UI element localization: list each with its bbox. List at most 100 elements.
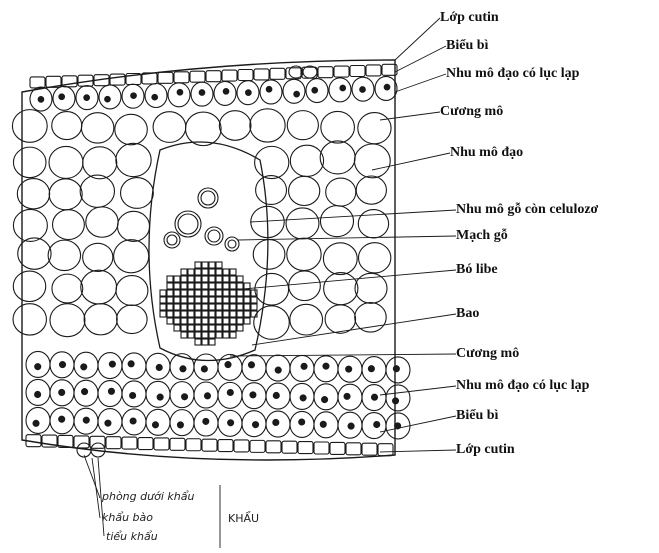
xylem-vessel-inner xyxy=(177,213,199,235)
phloem-cell xyxy=(173,296,181,304)
chlorenchyma-cell xyxy=(259,79,283,105)
parenchyma-cell xyxy=(249,108,286,143)
phloem-cell xyxy=(222,275,230,283)
nucleus xyxy=(130,92,137,100)
parenchyma-cell xyxy=(51,110,83,141)
label-bieu-bi-bottom: Biểu bì xyxy=(456,408,499,423)
phloem-cell xyxy=(222,282,230,290)
phloem-cell xyxy=(194,303,202,311)
nucleus xyxy=(107,387,116,395)
parenchyma-cell xyxy=(114,113,148,146)
guard-cell xyxy=(90,442,106,458)
xylem-vessel-inner xyxy=(200,190,216,206)
nucleus xyxy=(245,89,252,96)
chlorenchyma-cell xyxy=(236,80,260,106)
epidermis-cell xyxy=(93,74,110,87)
parenchyma-cell xyxy=(255,174,288,206)
nucleus xyxy=(80,363,88,371)
leader-line xyxy=(91,457,101,519)
nucleus xyxy=(322,362,330,370)
parenchyma-cell xyxy=(12,303,47,336)
phloem-cell xyxy=(208,331,216,339)
phloem-cell xyxy=(201,275,209,283)
parenchyma-cell xyxy=(354,272,388,304)
nucleus xyxy=(347,422,355,430)
phloem-cell xyxy=(194,275,202,283)
parenchyma-cell xyxy=(83,303,118,336)
nucleus xyxy=(82,416,90,424)
chlorenchyma-cell xyxy=(374,75,398,102)
parenchyma-cell xyxy=(80,112,115,144)
chlorenchyma-cell xyxy=(282,78,306,104)
epidermis-cell xyxy=(345,442,362,456)
phloem-cell xyxy=(194,282,202,290)
epidermis-cell xyxy=(333,65,350,78)
phloem-cell xyxy=(201,317,209,325)
label-cuong-mo-bottom: Cương mô xyxy=(456,346,520,361)
nucleus xyxy=(345,365,353,373)
phloem-cell xyxy=(208,268,216,276)
parenchyma-cell xyxy=(253,305,290,340)
nucleus xyxy=(274,366,282,374)
parenchyma-cell xyxy=(115,275,149,307)
phloem-cell xyxy=(222,303,230,311)
phloem-cell xyxy=(236,296,244,304)
phloem-cell xyxy=(229,289,237,297)
label-nhu-mo-dao: Nhu mô đạo xyxy=(450,145,524,160)
leader-line xyxy=(379,415,457,433)
phloem-cell xyxy=(243,296,251,304)
leader-line xyxy=(394,17,441,61)
parenchyma-cell xyxy=(51,209,85,241)
epidermis-cell xyxy=(253,68,270,81)
epidermis-cell xyxy=(29,76,46,89)
label-lop-cutin-top: Lớp cutin xyxy=(440,10,499,25)
leader-line xyxy=(83,454,101,499)
phloem-cell xyxy=(208,289,216,297)
phloem-cell xyxy=(180,296,188,304)
phloem-cell xyxy=(201,331,209,339)
leader-line xyxy=(379,385,457,396)
phloem-cell xyxy=(194,310,202,318)
epidermis-cell xyxy=(89,435,106,449)
phloem-cell xyxy=(215,324,223,332)
label-nhu-mo-go: Nhu mô gỗ còn celulozơ xyxy=(456,202,599,217)
chlorenchyma-cell xyxy=(167,82,191,108)
nucleus xyxy=(373,420,381,429)
phloem-cell xyxy=(236,317,244,325)
label-bieu-bi-top: Biểu bì xyxy=(446,38,489,53)
phloem-cell xyxy=(222,324,230,332)
phloem-cell xyxy=(222,289,230,297)
nucleus xyxy=(198,89,206,96)
phloem-cell xyxy=(201,268,209,276)
phloem-cell xyxy=(208,275,216,283)
parenchyma-cell xyxy=(285,207,320,240)
phloem-cell xyxy=(236,303,244,311)
nucleus xyxy=(272,418,280,426)
phloem-cell xyxy=(208,317,216,325)
phloem-cell xyxy=(215,282,223,290)
nucleus xyxy=(104,419,112,427)
phloem-cell xyxy=(187,317,195,325)
parenchyma-cell xyxy=(79,174,116,208)
phloem-cell xyxy=(215,275,223,283)
phloem-cell xyxy=(159,289,167,297)
nucleus xyxy=(127,360,135,368)
nucleus xyxy=(299,394,307,402)
epidermis-cell xyxy=(317,66,334,79)
phloem-cell xyxy=(229,268,237,276)
phloem-cell xyxy=(187,296,195,304)
parenchyma-cell xyxy=(80,269,118,305)
nucleus xyxy=(58,93,66,101)
parenchyma-cell xyxy=(355,175,387,205)
parenchyma-cell xyxy=(82,242,114,273)
phloem-cell xyxy=(215,310,223,318)
phloem-cell xyxy=(194,324,202,332)
epidermis-cell xyxy=(249,439,266,453)
chlorenchyma-cell xyxy=(213,80,237,106)
phloem-cell xyxy=(201,296,209,304)
nucleus xyxy=(272,391,280,400)
epidermis-cell xyxy=(221,69,238,82)
nucleus xyxy=(108,360,116,368)
phloem-cell xyxy=(187,289,195,297)
